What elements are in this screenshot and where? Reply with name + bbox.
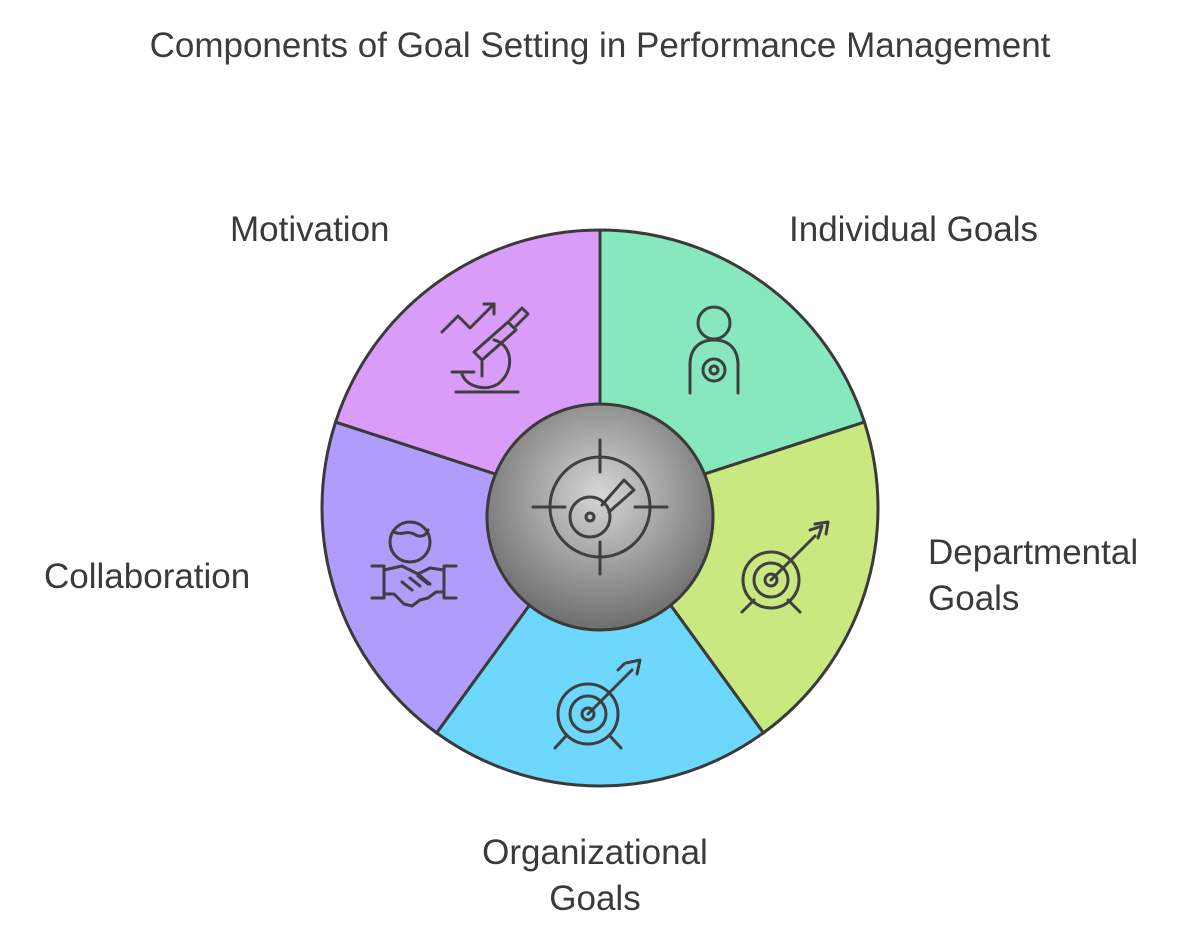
label-departmental-line-1: Departmental: [928, 533, 1139, 572]
label-departmental-goals: Departmental Goals: [928, 530, 1138, 622]
target-arrow-icon: [553, 658, 642, 750]
label-organizational-line-2: Goals: [549, 879, 641, 918]
label-motivation: Motivation: [230, 210, 390, 249]
label-organizational-line-1: Organizational: [482, 833, 708, 872]
crosshair-key-icon: [531, 438, 669, 576]
dartboard-icon: [740, 520, 830, 614]
microscope-growth-icon: [440, 302, 530, 394]
label-departmental-line-2: Goals: [928, 579, 1020, 618]
handshake-globe-icon: [370, 520, 458, 608]
label-individual-goals: Individual Goals: [789, 210, 1039, 249]
person-target-icon: [688, 305, 740, 395]
diagram-title: Components of Goal Setting in Performanc…: [149, 26, 1051, 65]
segment-organizational-goals: [434, 505, 766, 788]
center-hub: [485, 402, 715, 632]
label-organizational-goals: Organizational Goals: [470, 830, 720, 922]
label-collaboration: Collaboration: [44, 557, 251, 596]
